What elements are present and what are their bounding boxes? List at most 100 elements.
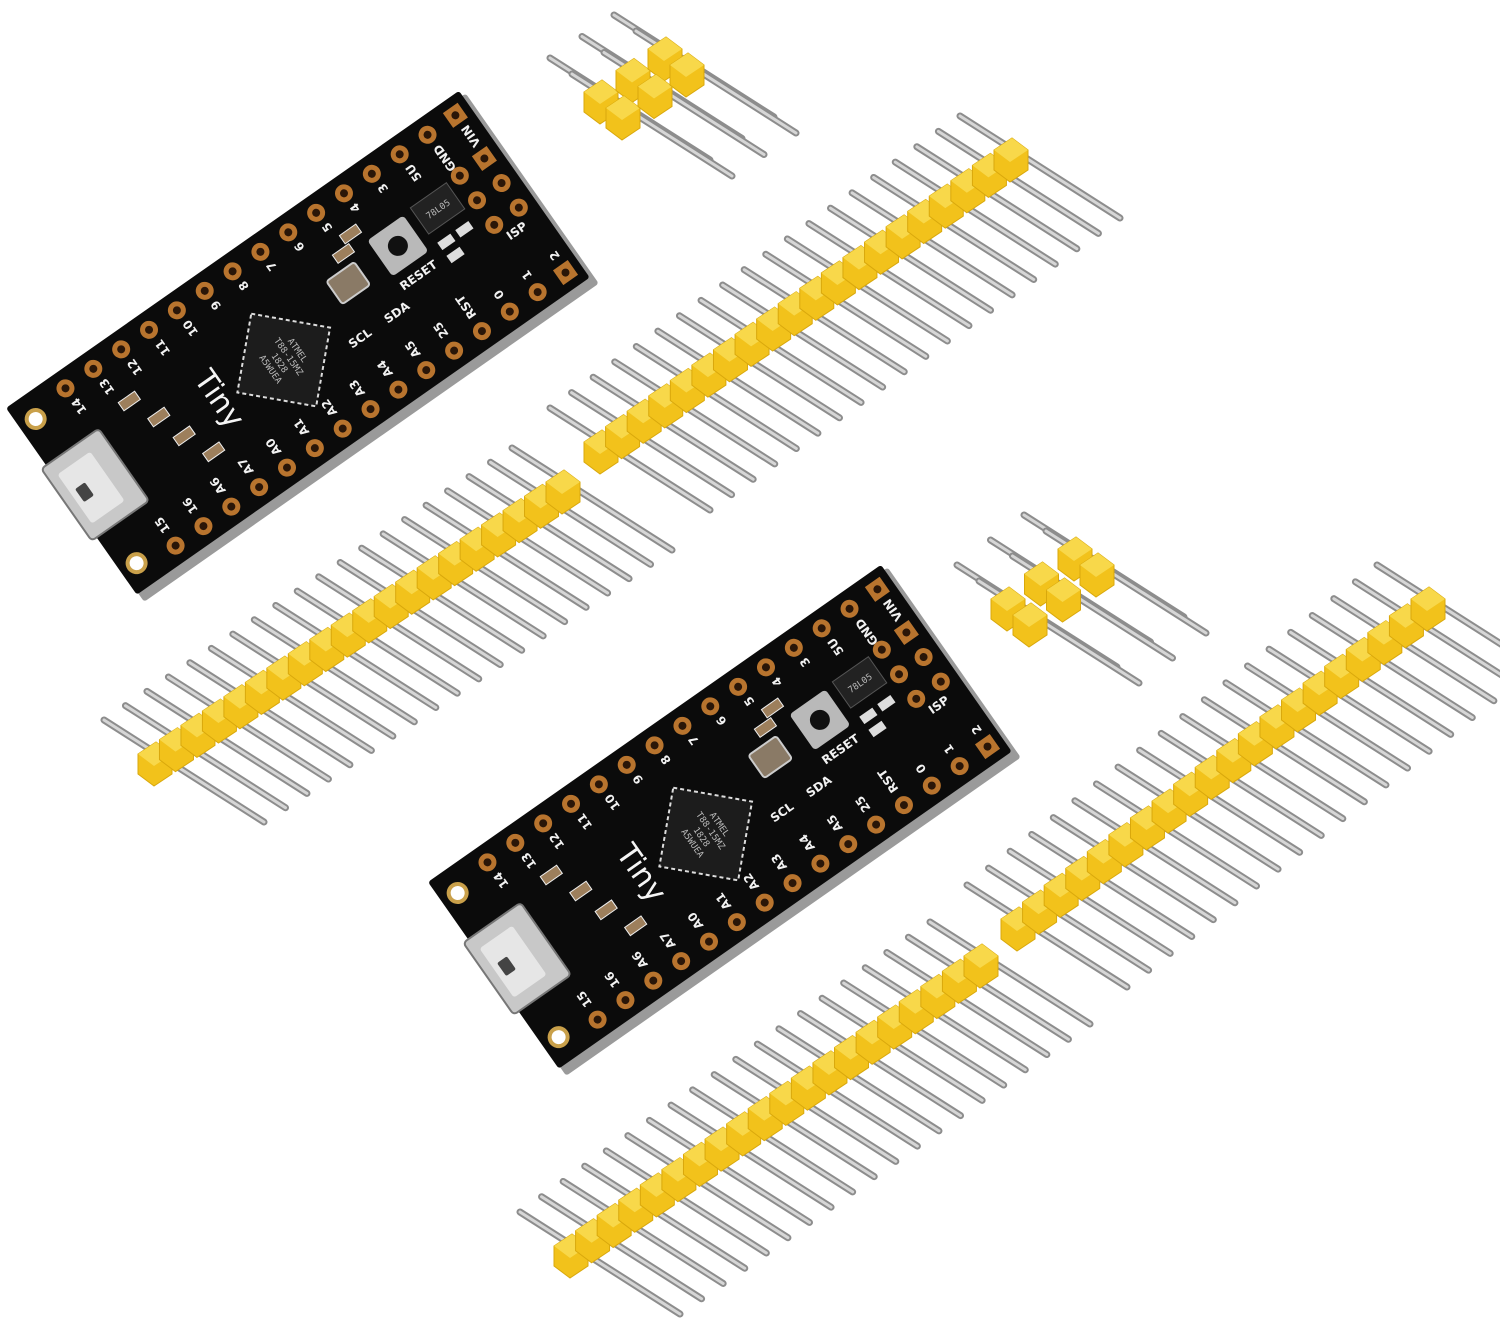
header-pin-highlight [446,489,610,595]
header-pin-highlight [540,1195,704,1301]
pad-hole [117,345,126,354]
header-block-top [964,944,998,968]
header-pin-highlight [850,191,1014,297]
header-pin-highlight [123,704,287,810]
header-pin-highlight [1267,647,1431,753]
pad-hole [761,663,770,672]
microcontroller-chip [658,786,754,882]
header-block-top [1013,603,1047,627]
mounting-hole [450,885,465,900]
header-block-top [616,58,650,83]
pad-hole [483,858,492,867]
header-pin-highlight [712,1073,876,1179]
header-pin-highlight [1138,748,1302,854]
smd-component [117,390,142,412]
header-block-top [648,37,682,61]
isp-pad-hole [490,220,499,229]
header-block-top [546,470,580,494]
header-pin-highlight [807,222,971,328]
voltage-regulator [831,655,888,709]
header-pin-highlight [188,661,352,767]
header-pin-highlight [424,503,588,609]
pad-hole [61,384,70,393]
long-header-top [546,112,1124,514]
header-pin-highlight [829,206,993,312]
header-pin-highlight [231,632,395,738]
header-pin-highlight [1116,765,1280,871]
isp-pad-hole [877,645,886,654]
header-pin-highlight [721,283,885,389]
usb-port-face [58,452,124,523]
reset-button [809,709,830,730]
header-pin-highlight [742,268,906,374]
header-pin-highlight [467,475,631,581]
led [437,233,456,251]
mounting-hole [551,1030,566,1045]
header-pin-highlight [777,1027,941,1133]
pad-hole [284,228,293,237]
pad-hole [593,1015,602,1024]
header-pin-highlight [965,883,1129,989]
header-pin-highlight [338,561,502,667]
smd-component [147,406,171,428]
isp-pad-hole [480,154,489,163]
smd-component [172,425,196,447]
header-pin-highlight [906,935,1070,1041]
reset-button [387,235,408,256]
header-pin-highlight [1202,698,1366,804]
short-header-middle [953,511,1210,687]
pad-hole [650,741,659,750]
isp-pad-hole [919,653,928,662]
header-pin-highlight [1289,630,1453,736]
header-pin-highlight [274,603,438,709]
header-pin-highlight [561,1179,725,1285]
header-pin-highlight [928,920,1092,1026]
microcontroller-chip [236,312,332,408]
pad-hole [844,840,853,849]
header-pin-highlight [1332,597,1496,703]
usb-slot [75,482,94,502]
short-header-top [546,11,800,180]
header-pin-highlight [734,1057,898,1163]
pad-hole [451,111,460,120]
pad-hole [594,780,603,789]
header-pin-highlight [381,532,545,638]
smd-component [753,716,778,739]
pad-hole [816,859,825,868]
pad-hole [927,781,936,790]
pad-hole [145,325,154,334]
header-block-top [1024,562,1059,586]
header-pin-highlight [403,518,567,624]
pad-hole [845,604,854,613]
pad-hole [227,502,236,511]
pad-hole [677,957,686,966]
led [455,220,474,238]
header-pin-highlight [613,360,777,466]
long-header-bottom [516,918,1094,1318]
header-pin-highlight [548,406,712,512]
header-block-top [991,587,1025,611]
pad-hole [367,169,376,178]
header-pin-highlight [885,951,1049,1057]
header-pin-highlight [295,589,459,695]
isp-pad-hole [497,179,506,188]
header-pin-highlight [987,866,1151,972]
pad-hole [872,820,881,829]
pad-hole [422,366,431,375]
header-pin-highlight [1224,681,1388,787]
header-pin-highlight [1353,580,1500,676]
pad-hole [310,444,319,453]
header-pin-highlight [1310,614,1474,720]
pad-hole [649,976,658,985]
header-pin-highlight [647,1118,811,1224]
header-block-top [638,74,672,99]
pad-hole [955,762,964,771]
usb-slot [497,956,516,976]
pad-hole [539,819,548,828]
isp-pad-hole [514,203,523,212]
pad-hole [533,288,542,297]
pad-hole [366,405,375,414]
header-pin-highlight [863,966,1027,1072]
long-header-right [963,561,1500,991]
